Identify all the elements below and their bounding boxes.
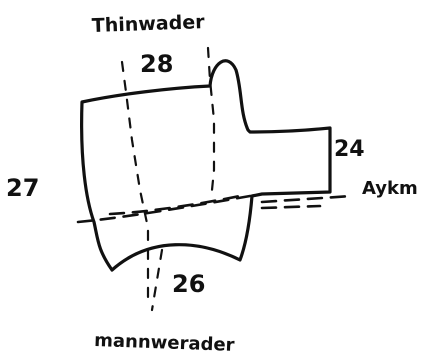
- right-number-label: 24: [334, 137, 365, 162]
- top-number-label: 28: [140, 50, 173, 78]
- top-word-label: Thinwader: [91, 11, 205, 37]
- arm-extension-dashes: [260, 194, 354, 204]
- bottom-number-label: 26: [172, 270, 205, 298]
- arm-extension-dashes-2: [260, 204, 322, 210]
- bottom-word-label: mannwerader: [94, 330, 235, 356]
- left-number-label: 27: [6, 174, 39, 202]
- vertical-cut-left: [120, 60, 150, 302]
- vertical-cut-left-2: [150, 248, 164, 312]
- horizontal-cut-line-2: [108, 194, 242, 216]
- shape-outline: [80, 59, 332, 272]
- right-word-label: Aykm: [362, 178, 418, 199]
- horizontal-cut-line: [76, 194, 252, 224]
- vertical-cut-right: [206, 46, 216, 192]
